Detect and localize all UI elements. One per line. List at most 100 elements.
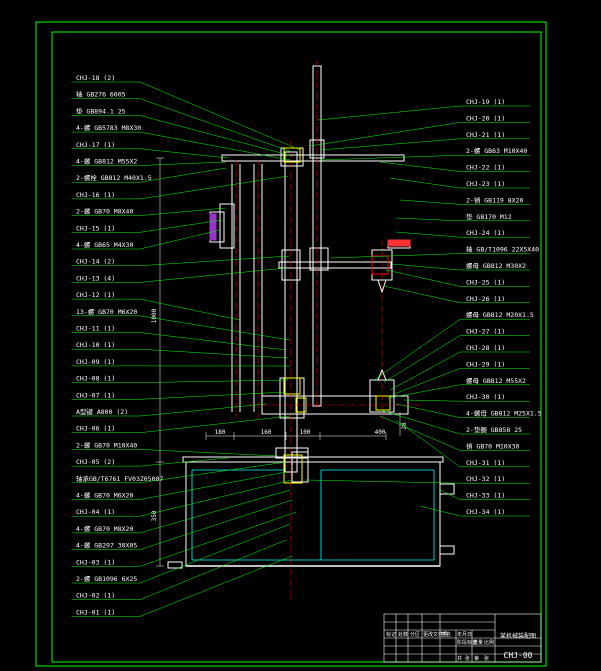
label-left-3: 垫 GB894.1 25 [76, 106, 126, 115]
tb-sheet2: 张 [484, 655, 489, 662]
dim-w2: 160 [261, 429, 272, 436]
label-right-13: CHJ-26 (1) [466, 295, 505, 303]
label-right-1: CHJ-19 (1) [466, 98, 505, 106]
leader-left-33 [139, 555, 293, 617]
label-right-2: CHJ-20 (1) [466, 114, 505, 122]
label-left-1: CHJ-18 (2) [76, 74, 115, 82]
label-right-22: 销 GB70 M10X30 [466, 441, 520, 450]
label-left-8: CHJ-16 (1) [76, 191, 115, 199]
tb-change-doc: 更改文件号 [423, 631, 448, 638]
tb-scale: 比例 [484, 639, 494, 646]
tb-zone: 分区 [410, 631, 420, 638]
label-left-19: CHJ-08 (1) [76, 375, 115, 383]
leader-left-25 [139, 461, 287, 484]
drawing-number: CHJ-00 [504, 651, 533, 660]
dim-height-base: 350 [151, 510, 158, 521]
label-left-20: CHJ-07 (1) [76, 391, 115, 399]
base-section [191, 469, 435, 561]
leader-left-10 [139, 219, 223, 233]
label-left-10: CHJ-15 (1) [76, 224, 115, 232]
label-left-14: CHJ-12 (1) [76, 291, 115, 299]
leader-left-19 [139, 379, 289, 383]
leader-left-23 [139, 449, 279, 457]
dim-w4: 400 [375, 429, 386, 436]
leader-left-31 [139, 523, 291, 584]
drawing-title: 某机械装配图 [500, 632, 536, 640]
leader-right-2 [309, 122, 461, 147]
label-left-23: 2-螺 GB70 M10X40 [76, 440, 137, 449]
leader-left-21 [139, 403, 267, 417]
label-right-9: CHJ-24 (1) [466, 229, 505, 237]
leader-left-1 [139, 81, 301, 151]
leader-left-5 [139, 148, 229, 159]
leader-right-16 [389, 351, 461, 391]
leader-right-19 [403, 399, 461, 402]
leader-left-2 [139, 98, 293, 153]
leader-left-12 [139, 255, 291, 266]
leader-right-24 [305, 479, 461, 484]
dim-small: 28 [401, 422, 408, 430]
leader-right-5 [379, 161, 461, 172]
leader-left-8 [139, 175, 289, 200]
label-left-5: CHJ-17 (1) [76, 141, 115, 149]
label-right-8: 垫 GB170 M12 [466, 212, 512, 221]
label-left-18: CHJ-09 (1) [76, 358, 115, 366]
leader-left-30 [139, 511, 297, 567]
label-right-15: CHJ-27 (1) [466, 328, 505, 336]
title-block-cells: 标记 处数 分区 更改文件号 签名 年月日 阶段标记 重量 比例 共 张 第 张… [386, 631, 536, 662]
leader-left-32 [139, 539, 287, 600]
label-right-19: CHJ-30 (1) [466, 393, 505, 401]
tb-weight: 重量 [473, 639, 483, 646]
label-right-25: CHJ-33 (1) [466, 492, 505, 500]
label-right-7: 2-销 GB119 8X20 [466, 195, 523, 204]
label-left-27: CHJ-04 (1) [76, 508, 115, 516]
leader-left-3 [139, 115, 293, 157]
dim-w3: 100 [300, 429, 311, 436]
label-left-13: CHJ-13 (4) [76, 274, 115, 282]
label-left-6: 4-螺 GB812 M55X2 [76, 157, 137, 166]
leader-right-10 [329, 253, 461, 259]
dimension-texts: 1000 350 180 160 100 400 28 [151, 308, 408, 521]
label-right-16: CHJ-28 (1) [466, 344, 505, 352]
label-left-26: 4-螺 GB70 M6X20 [76, 491, 133, 500]
center-lines [235, 60, 420, 600]
label-right-21: 2-垫圈 GB858 25 [466, 425, 522, 434]
leader-right-17 [393, 368, 461, 395]
leader-right-12 [385, 269, 461, 287]
labels-right: CHJ-19 (1)CHJ-20 (1)CHJ-21 (1)2-螺 GB63 M… [466, 98, 542, 516]
tb-total: 共 [457, 655, 462, 662]
label-left-17: CHJ-10 (1) [76, 341, 115, 349]
leader-right-3 [319, 138, 461, 151]
title-block [383, 613, 542, 663]
leader-right-15 [383, 335, 461, 383]
tb-date: 年月日 [457, 631, 472, 638]
label-left-32: CHJ-02 (1) [76, 592, 115, 600]
label-right-24: CHJ-32 (1) [466, 475, 505, 483]
label-left-2: 轴 GB276 6005 [76, 90, 126, 99]
leader-left-7 [139, 167, 227, 183]
leader-right-6 [389, 177, 461, 189]
label-right-18: 螺母 GB812 M55X2 [466, 376, 526, 385]
label-left-24: CHJ-05 (2) [76, 458, 115, 466]
leader-left-6 [139, 161, 227, 166]
labels-left: CHJ-18 (2) 轴 GB276 6005 垫 GB894.1 25 4-螺 GB… [76, 74, 163, 616]
leader-left-11 [139, 229, 221, 250]
outer-frame [35, 21, 547, 667]
leader-right-4 [319, 154, 461, 161]
leader-left-17 [139, 348, 289, 359]
label-right-4: 2-螺 GB63 M10X40 [466, 146, 527, 155]
leader-right-14 [373, 318, 461, 381]
leader-left-20 [139, 391, 287, 400]
label-left-29: 4-螺 GB297 30X05 [76, 541, 137, 550]
label-left-25: 轴承GB/T6761 FV03Z05007 [76, 474, 163, 483]
label-left-9: 2-螺 GB70 M8X40 [76, 207, 133, 216]
leader-lines [72, 81, 530, 617]
base-tank [167, 456, 455, 569]
label-left-15: 13-螺 GB70 M6X20 [76, 307, 137, 316]
leader-left-22 [139, 415, 291, 433]
leader-left-9 [139, 207, 227, 216]
label-right-26: CHJ-34 (1) [466, 508, 505, 516]
leader-right-1 [317, 105, 461, 121]
label-left-11: 4-螺 GB65 M4X30 [76, 240, 133, 249]
